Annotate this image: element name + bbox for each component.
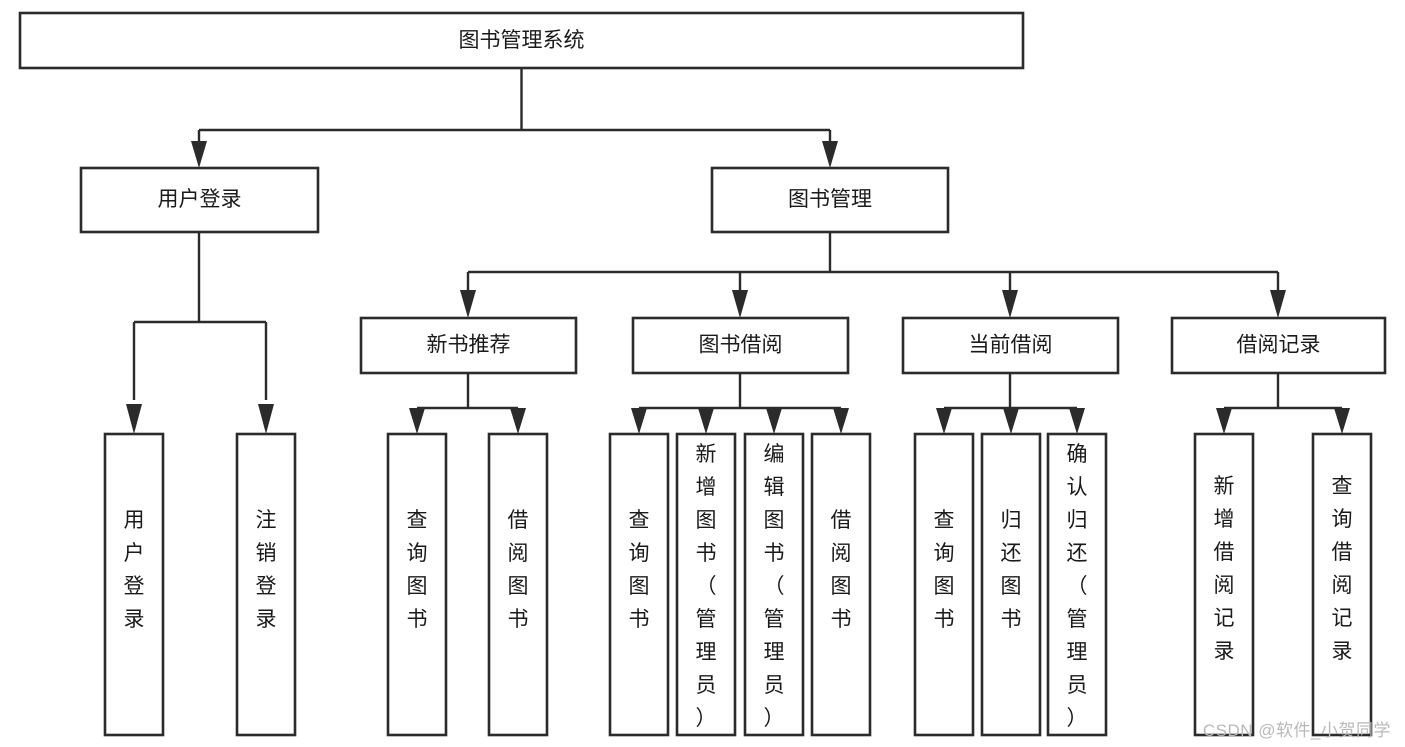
arrow-head-bookmanage	[822, 141, 838, 168]
leaf-borrow-book-1[interactable]: 借阅图书	[487, 432, 549, 737]
leaf-query-record-label: 查询借阅记录	[1332, 475, 1353, 663]
leaf-user-login-label: 用户登录	[124, 509, 145, 631]
arrow-head-leaf-borrow-book-2	[833, 408, 849, 434]
leaf-return-book[interactable]: 归还图书	[980, 432, 1042, 737]
leaf-query-book-3-label: 查询图书	[934, 509, 955, 631]
node-user-login[interactable]: 用户登录	[79, 166, 320, 234]
arrow-head-leaf-return-book	[1003, 408, 1019, 434]
leaf-query-book-2-box[interactable]	[608, 432, 670, 737]
node-book-borrow-box[interactable]	[631, 316, 850, 375]
arrow-head-leaf-query-book-2	[631, 408, 647, 434]
leaf-return-book-label: 归还图书	[1001, 509, 1022, 631]
leaf-query-record-box[interactable]	[1311, 432, 1373, 737]
node-root[interactable]: 图书管理系统	[18, 11, 1025, 70]
leaf-borrow-book-2-box[interactable]	[810, 432, 872, 737]
leaf-borrow-book-2[interactable]: 借阅图书	[810, 432, 872, 737]
arrow-head-currentborrow	[1002, 290, 1018, 318]
node-current-borrow-label: 当前借阅	[969, 334, 1053, 357]
leaf-return-book-box[interactable]	[980, 432, 1042, 737]
arrow-head-newbook	[460, 290, 476, 318]
leaf-query-book-1-box[interactable]	[386, 432, 448, 737]
leaf-logout[interactable]: 注销登录	[235, 432, 297, 737]
arrow-head-leaf-add-record	[1216, 408, 1232, 434]
node-root-label: 图书管理系统	[459, 29, 585, 52]
arrow-head-leaf-edit-book	[766, 408, 782, 434]
node-new-book-rec-box[interactable]	[359, 316, 578, 375]
leaf-add-book-box[interactable]	[675, 432, 737, 737]
connector-group-currentborrow-leaves	[936, 373, 1085, 434]
node-book-manage-box[interactable]	[710, 166, 950, 234]
leaf-borrow-book-1-box[interactable]	[487, 432, 549, 737]
arrow-head-leaf-logout	[258, 404, 274, 434]
leaf-confirm-return-label: 确认归还（管理员）	[1067, 443, 1088, 730]
arrow-head-borrowrecord	[1270, 290, 1286, 318]
leaf-query-record[interactable]: 查询借阅记录	[1311, 432, 1373, 737]
connector-group-root	[191, 68, 838, 168]
connector-group-borrowrecord-leaves	[1216, 373, 1350, 434]
arrow-head-leaf-add-book	[698, 408, 714, 434]
leaf-edit-book-label: 编辑图书（管理员）	[764, 443, 785, 730]
leaf-query-book-3-box[interactable]	[913, 432, 975, 737]
leaf-query-book-1-label: 查询图书	[407, 509, 428, 631]
node-book-manage-label: 图书管理	[788, 188, 872, 211]
leaf-user-login-box[interactable]	[103, 432, 165, 737]
arrow-head-leaf-query-book-3	[936, 408, 952, 434]
leaf-query-book-2-label: 查询图书	[629, 509, 650, 631]
node-borrow-record-label: 借阅记录	[1237, 334, 1321, 357]
leaf-confirm-return-box[interactable]	[1046, 432, 1108, 737]
arrow-head-leaf-query-book-1	[409, 408, 425, 434]
node-borrow-record[interactable]: 借阅记录	[1170, 316, 1387, 375]
leaf-borrow-book-1-label: 借阅图书	[508, 509, 529, 631]
leaf-edit-book-box[interactable]	[743, 432, 805, 737]
arrow-head-leaf-user-login	[126, 404, 142, 434]
leaf-add-book[interactable]: 新增图书（管理员）	[675, 432, 737, 737]
node-current-borrow[interactable]: 当前借阅	[901, 316, 1120, 375]
arrow-head-leaf-confirm-return	[1069, 408, 1085, 434]
node-current-borrow-box[interactable]	[901, 316, 1120, 375]
leaf-add-record[interactable]: 新增借阅记录	[1193, 432, 1255, 737]
leaf-user-login[interactable]: 用户登录	[103, 432, 165, 737]
leaf-query-book-3[interactable]: 查询图书	[913, 432, 975, 737]
leaf-logout-box[interactable]	[235, 432, 297, 737]
leaf-confirm-return[interactable]: 确认归还（管理员）	[1046, 432, 1108, 737]
leaf-query-book-2[interactable]: 查询图书	[608, 432, 670, 737]
node-new-book-rec-label: 新书推荐	[427, 334, 511, 357]
node-user-login-box[interactable]	[79, 166, 320, 234]
node-user-login-label: 用户登录	[158, 188, 242, 211]
connector-group-userlogin	[126, 232, 274, 434]
node-root-box[interactable]	[18, 11, 1025, 70]
leaf-borrow-book-2-label: 借阅图书	[831, 509, 852, 631]
arrow-head-leaf-query-record	[1334, 408, 1350, 434]
leaf-add-record-box[interactable]	[1193, 432, 1255, 737]
connector-group-bookborrow-leaves	[631, 373, 849, 434]
node-new-book-rec[interactable]: 新书推荐	[359, 316, 578, 375]
leaf-logout-label: 注销登录	[256, 509, 277, 631]
node-borrow-record-box[interactable]	[1170, 316, 1387, 375]
node-book-borrow[interactable]: 图书借阅	[631, 316, 850, 375]
arrow-head-bookborrow	[732, 290, 748, 318]
connector-group-newbook-leaves	[409, 373, 526, 434]
connector-group-bookmanage	[460, 232, 1286, 318]
leaf-edit-book[interactable]: 编辑图书（管理员）	[743, 432, 805, 737]
leaf-query-book-1[interactable]: 查询图书	[386, 432, 448, 737]
leaf-add-book-label: 新增图书（管理员）	[696, 443, 717, 730]
leaf-add-record-label: 新增借阅记录	[1214, 475, 1235, 663]
arrow-head-userlogin	[191, 141, 207, 168]
node-book-manage[interactable]: 图书管理	[710, 166, 950, 234]
arrow-head-leaf-borrow-book-1	[510, 408, 526, 434]
node-book-borrow-label: 图书借阅	[699, 334, 783, 357]
